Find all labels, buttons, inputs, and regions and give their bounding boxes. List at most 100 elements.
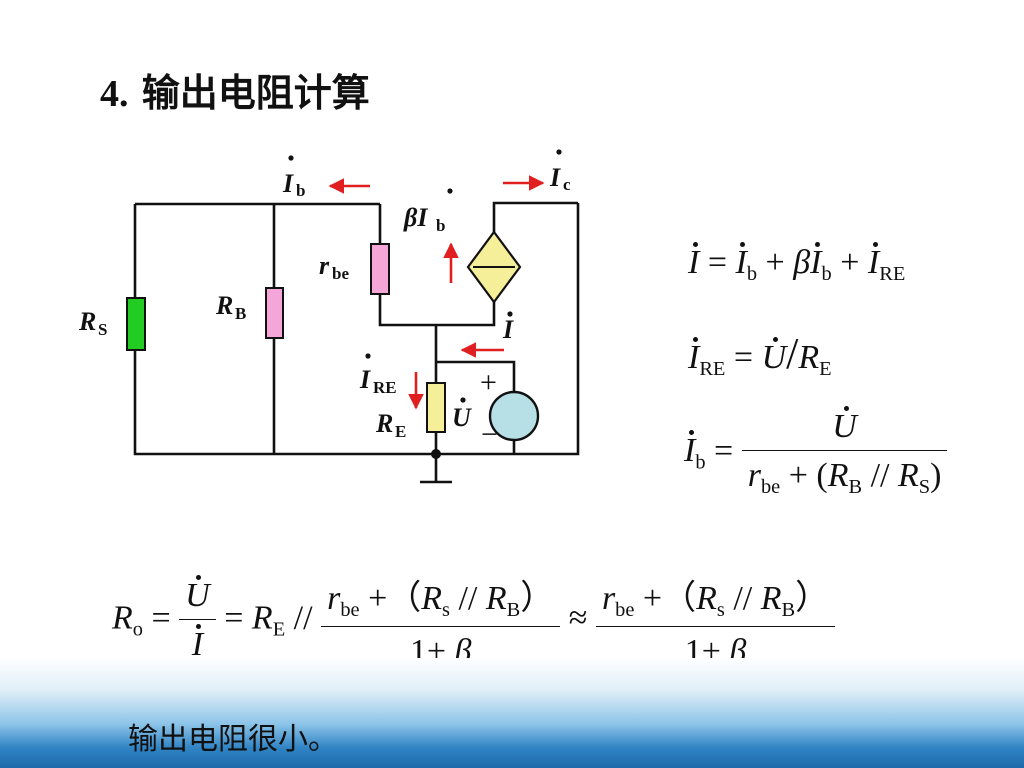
re-resistor xyxy=(426,382,446,433)
equation-4: Ro = U I = RE // rbe +（Rs // RB） 1+ β ≈ … xyxy=(112,570,836,671)
wire-vsource xyxy=(436,360,516,454)
eq4-approx-num-par: // xyxy=(724,580,761,617)
label-beta: βI xyxy=(403,203,428,232)
eq1-ib: I xyxy=(735,244,747,281)
eq3-r1: R xyxy=(827,457,849,494)
label-plus: + xyxy=(480,366,497,399)
eq2-re: RE xyxy=(699,358,726,381)
eq2-r: R xyxy=(798,339,820,376)
eq4-num-r2: R xyxy=(485,580,507,617)
junction-dot xyxy=(431,449,441,459)
eq3-parallel: // xyxy=(862,457,898,494)
eq4-approx-num-close: ） xyxy=(795,580,830,617)
eq4-parallel: // xyxy=(285,599,313,637)
title-text: 输出电阻计算 xyxy=(141,71,370,115)
eq4-e: E xyxy=(272,618,286,641)
eq3-B: B xyxy=(848,476,863,499)
eq4-equals: = xyxy=(151,599,171,637)
eq4-approx: ≈ xyxy=(568,599,588,637)
voltage-source xyxy=(488,390,540,442)
dot-ib xyxy=(288,155,294,161)
eq1-b2: b xyxy=(821,263,832,286)
label-i: I xyxy=(502,315,514,344)
eq4-num-mid: +（ xyxy=(359,580,422,617)
eq4-approx-num-s: s xyxy=(716,599,725,622)
wire-source-top xyxy=(492,201,578,232)
eq4-num-be: be xyxy=(340,599,360,622)
label-minus: − xyxy=(481,418,498,451)
label-rb: R xyxy=(215,291,233,320)
eq4-u: U xyxy=(185,577,210,615)
eq1-plus2: + xyxy=(840,244,860,281)
eq3-b: b xyxy=(695,451,706,474)
eq4-fraction-approx: rbe +（Rs // RB） 1+ β xyxy=(595,570,836,671)
eq4-fraction-main: rbe +（Rs // RB） 1+ β xyxy=(321,570,561,671)
label-ib: I xyxy=(282,169,294,198)
label-ib-sub: b xyxy=(296,181,305,200)
eq4-approx-num-mid: +（ xyxy=(634,580,697,617)
circuit-wires xyxy=(133,201,580,484)
eq4-re: R xyxy=(251,599,273,637)
eq4-o: o xyxy=(132,618,143,641)
eq3-plus-paren: + ( xyxy=(788,457,828,494)
eq1-i: I xyxy=(688,244,700,281)
label-rbe-sub: be xyxy=(332,264,349,283)
eq3-u: U xyxy=(832,408,857,445)
label-rs-sub: S xyxy=(98,320,107,339)
label-rb-sub: B xyxy=(235,304,246,323)
eq1-b: b xyxy=(746,263,758,286)
label-rs: R xyxy=(78,307,96,336)
eq4-num-r1: R xyxy=(421,580,443,617)
dot-ire xyxy=(365,353,371,359)
eq4-num-par: // xyxy=(449,580,486,617)
equation-2: IRE = U/RE xyxy=(688,328,832,381)
controlled-source xyxy=(466,230,522,304)
eq2-equals: = xyxy=(733,339,754,376)
label-beta-sub: b xyxy=(436,216,445,235)
eq3-equals: = xyxy=(714,432,734,470)
dot-ic xyxy=(556,149,562,155)
eq2-i: I xyxy=(688,339,700,376)
eq4-i: I xyxy=(191,626,204,664)
eq1-beta: β xyxy=(793,244,811,281)
eq1-plus: + xyxy=(765,244,785,281)
equation-3: Ib = U rbe + (RB // RS) xyxy=(684,408,948,499)
eq4-approx-num-b: B xyxy=(781,599,796,622)
slide-title: 4. 输出电阻计算 xyxy=(100,62,370,117)
label-ire: I xyxy=(359,365,371,394)
label-ic: I xyxy=(549,163,561,192)
eq3-i: I xyxy=(684,432,696,470)
eq3-S: S xyxy=(918,476,931,499)
eq4-approx-num-r1: R xyxy=(696,580,717,617)
label-ic-sub: c xyxy=(563,175,571,194)
dot-beta xyxy=(447,188,453,194)
eq2-e: E xyxy=(819,358,832,381)
eq3-r: r xyxy=(747,457,761,494)
eq4-num-s: s xyxy=(442,599,450,622)
eq4-approx-num-r: r xyxy=(601,580,616,617)
eq1-re: RE xyxy=(879,263,906,286)
rs-resistor xyxy=(126,297,146,351)
eq1-ire: I xyxy=(867,244,880,281)
eq3-be: be xyxy=(760,476,781,499)
footer-text: 输出电阻很小。 xyxy=(128,722,338,757)
eq3-close: ) xyxy=(930,457,942,494)
eq1-equals: = xyxy=(707,244,728,281)
rbe-resistor xyxy=(370,243,390,295)
bottom-wave-band xyxy=(0,658,1024,768)
eq3-fraction: U rbe + (RB // RS) xyxy=(741,408,948,499)
label-re: R xyxy=(375,409,393,438)
label-u: U xyxy=(452,403,472,432)
eq4-num-close: ） xyxy=(520,580,555,617)
rb-resistor xyxy=(265,287,284,339)
eq4-approx-num-be: be xyxy=(615,599,635,622)
eq4-num-r: r xyxy=(327,580,341,617)
label-rbe: r xyxy=(319,251,330,280)
eq2-u: U xyxy=(761,339,787,376)
label-re-sub: E xyxy=(395,422,406,441)
eq1-ib2: I xyxy=(810,244,822,281)
eq4-equals2: = xyxy=(224,599,244,637)
label-ire-sub: RE xyxy=(373,378,397,397)
title-number: 4. xyxy=(100,73,129,115)
